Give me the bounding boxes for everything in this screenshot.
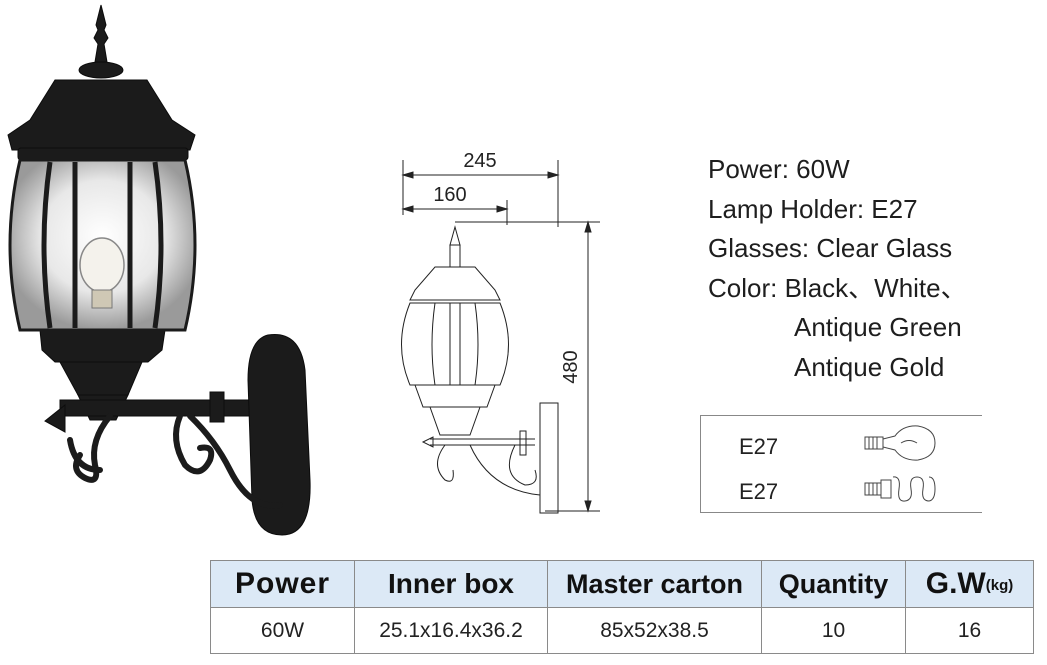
- cell-inner-box: 25.1x16.4x36.2: [354, 607, 548, 654]
- spec-color-antique-gold: Antique Gold: [794, 351, 945, 382]
- cell-master-carton: 85x52x38.5: [547, 607, 762, 654]
- header-gw-unit: (kg): [985, 577, 1014, 594]
- table-row: 60W 25.1x16.4x36.2 85x52x38.5 10 16: [210, 607, 1034, 654]
- dimension-height: 480: [560, 350, 582, 383]
- spec-glasses: Glasses: Clear Glass: [708, 233, 953, 263]
- cfl-spiral-bulb-icon: [864, 476, 936, 502]
- header-master-carton: Master carton: [547, 560, 762, 608]
- bulb-label-cfl: E27: [739, 479, 779, 504]
- cell-power: 60W: [210, 607, 355, 654]
- header-inner-box: Inner box: [354, 560, 548, 608]
- product-spec-table: Power Inner box Master carton Quantity G…: [210, 560, 1034, 654]
- header-power: Power: [210, 560, 355, 608]
- spec-list: Power: 60W Lamp Holder: E27 Glasses: Cle…: [708, 150, 967, 387]
- cell-gross-weight: 16: [905, 607, 1034, 654]
- table-header-row: Power Inner box Master carton Quantity G…: [210, 560, 1034, 608]
- spec-color-antique-green: Antique Green: [794, 312, 962, 342]
- header-gross-weight: G.W(kg): [905, 560, 1034, 608]
- header-gw-label: G.W: [925, 567, 986, 600]
- dimension-width-total: 245: [463, 150, 496, 172]
- dimension-drawing: 245 160 480: [401, 150, 600, 514]
- lantern-photo: [7, 4, 311, 536]
- header-quantity: Quantity: [761, 560, 906, 608]
- cell-quantity: 10: [761, 607, 906, 654]
- spec-power: Power: 60W: [708, 154, 850, 184]
- spec-color: Color: Black、White、: [708, 272, 967, 303]
- bulb-label-incandescent: E27: [739, 434, 779, 459]
- dimension-width-front: 160: [433, 184, 466, 206]
- bulb-compatibility-box: E27 E27: [700, 415, 982, 513]
- incandescent-bulb-icon: [864, 425, 936, 461]
- spec-lamp-holder: Lamp Holder: E27: [708, 193, 918, 224]
